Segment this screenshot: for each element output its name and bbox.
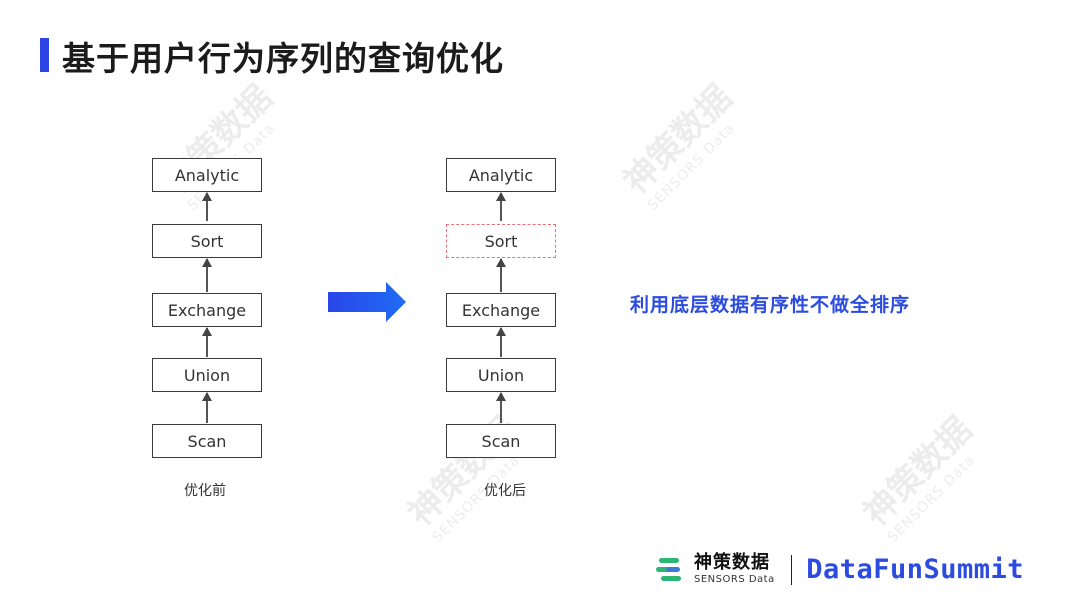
node-scan: Scan: [152, 424, 262, 458]
caption-before: 优化前: [184, 483, 226, 499]
watermark: 神策数据 SENSORS Data: [615, 77, 741, 214]
footer-brand: 神策数据 SENSORS Data: [694, 554, 775, 585]
edge-arrow: [496, 192, 506, 221]
sensors-data-logo-icon: [656, 557, 681, 581]
edge-arrow: [496, 392, 506, 423]
edge-arrow: [202, 192, 212, 221]
datafun-summit-logo: DataFunSummit: [806, 554, 1025, 585]
title-accent-bar: [40, 38, 49, 72]
node-exchange: Exchange: [446, 293, 556, 327]
footer: 神策数据 SENSORS Data DataFunSummit: [656, 554, 1024, 585]
edge-arrow: [202, 258, 212, 292]
node-sort: Sort: [152, 224, 262, 258]
node-sort-removed: Sort: [446, 224, 556, 258]
footer-brand-cn: 神策数据: [694, 552, 770, 573]
node-analytic: Analytic: [446, 158, 556, 192]
edge-arrow: [202, 392, 212, 423]
node-exchange: Exchange: [152, 293, 262, 327]
edge-arrow: [496, 258, 506, 292]
node-analytic: Analytic: [152, 158, 262, 192]
page-title: 基于用户行为序列的查询优化: [62, 39, 504, 78]
optimization-note: 利用底层数据有序性不做全排序: [630, 294, 911, 316]
transition-arrow-icon: [328, 282, 406, 322]
watermark: 神策数据 SENSORS Data: [155, 77, 281, 213]
footer-divider: [790, 554, 793, 585]
watermark: 神策数据 SENSORS Data: [855, 409, 981, 546]
node-scan: Scan: [446, 424, 556, 458]
edge-arrow: [202, 327, 212, 357]
footer-brand-en: SENSORS Data: [694, 574, 775, 585]
node-union: Union: [446, 358, 556, 392]
caption-after: 优化后: [484, 483, 526, 499]
edge-arrow: [496, 327, 506, 357]
node-union: Union: [152, 358, 262, 392]
